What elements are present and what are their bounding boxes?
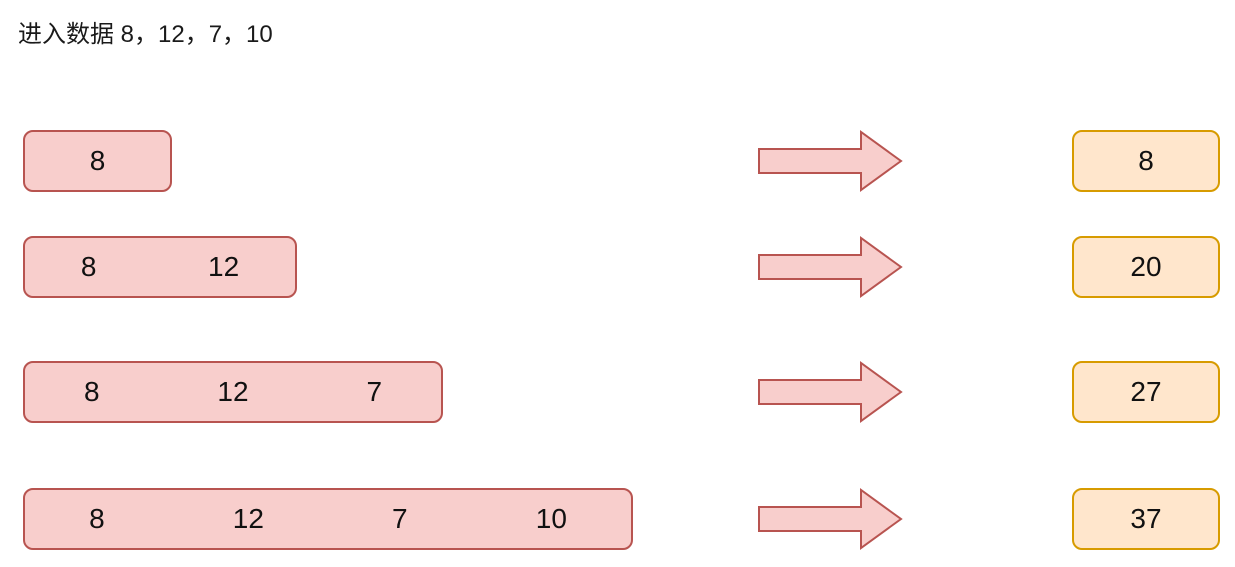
accumulation-row-2: 8 12 20 (0, 236, 1235, 298)
input-value: 12 (232, 503, 264, 534)
right-arrow-icon (758, 488, 903, 550)
input-value: 12 (217, 376, 249, 407)
accumulation-row-4: 8 12 7 10 37 (0, 488, 1235, 550)
input-data-box: 8 12 (23, 236, 297, 298)
page-title: 进入数据 8，12，7，10 (18, 21, 273, 48)
sum-box: 37 (1072, 488, 1220, 550)
input-data-box: 8 12 7 10 (23, 488, 633, 550)
sum-box: 20 (1072, 236, 1220, 298)
sum-box: 8 (1072, 130, 1220, 192)
sum-value: 27 (1130, 376, 1162, 407)
input-value: 8 (80, 251, 97, 282)
sum-value: 20 (1130, 251, 1162, 282)
accumulation-row-1: 8 8 (0, 130, 1235, 192)
right-arrow-icon (758, 236, 903, 298)
input-value: 7 (366, 376, 383, 407)
accumulation-row-3: 8 12 7 27 (0, 361, 1235, 423)
input-data-box: 8 12 7 (23, 361, 443, 423)
right-arrow-icon (758, 361, 903, 423)
right-arrow-icon (758, 130, 903, 192)
sum-value: 8 (1138, 145, 1154, 176)
input-value: 7 (392, 503, 408, 534)
input-value: 8 (89, 503, 105, 534)
input-value: 12 (208, 251, 240, 282)
input-value: 8 (83, 376, 100, 407)
input-value: 10 (535, 503, 567, 534)
input-value: 8 (89, 145, 106, 176)
input-data-box: 8 (23, 130, 172, 192)
sum-box: 27 (1072, 361, 1220, 423)
sum-value: 37 (1130, 503, 1162, 534)
